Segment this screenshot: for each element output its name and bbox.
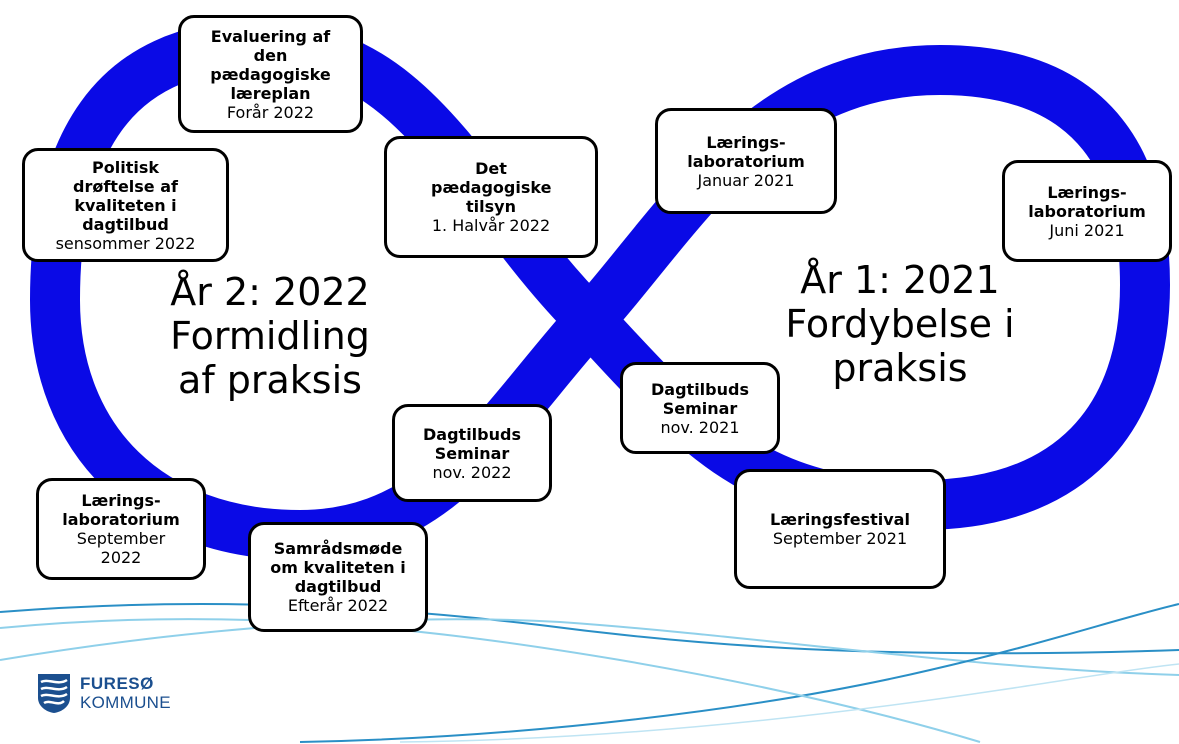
box-tilsyn: Det pædagogiske tilsyn 1. Halvår 2022	[384, 136, 598, 258]
box-title: Politisk drøftelse af kvaliteten i dagti…	[73, 157, 178, 234]
box-title: Læringsfestival	[770, 510, 910, 529]
box-date: nov. 2021	[660, 417, 740, 437]
box-date: Januar 2021	[697, 170, 795, 190]
box-title: Dagtilbuds Seminar	[651, 379, 749, 418]
year1-line2: Fordybelse i	[785, 302, 1015, 346]
box-date: Forår 2022	[226, 102, 315, 122]
box-title: Lærings-laboratorium	[1028, 182, 1146, 221]
box-date: Juni 2021	[1049, 220, 1125, 240]
infinity-loop	[30, 20, 1170, 560]
box-title: Evaluering af den pædagogiske læreplan	[210, 26, 331, 103]
box-laboratorium-juni: Lærings-laboratorium Juni 2021	[1002, 160, 1172, 262]
box-date: Efterår 2022	[287, 596, 389, 615]
year2-line2: Formidling	[170, 314, 370, 358]
box-date: 1. Halvår 2022	[431, 216, 551, 235]
box-evaluering: Evaluering af den pædagogiske læreplan F…	[178, 15, 363, 133]
year1-label: År 1: 2021 Fordybelse i praksis	[780, 258, 1020, 390]
year1-line1: År 1: 2021	[800, 258, 1000, 302]
logo-name-line2: KOMMUNE	[80, 693, 171, 712]
box-title: Dagtilbuds Seminar	[423, 424, 521, 463]
logo-name-line1: FURESØ	[80, 674, 154, 693]
box-date: September 2022	[76, 529, 166, 567]
box-date: September 2021	[772, 529, 908, 548]
box-title: Lærings-laboratorium	[687, 132, 805, 171]
decorative-waves	[0, 603, 1179, 743]
box-title: Lærings-laboratorium	[62, 491, 180, 529]
year2-line1: År 2: 2022	[170, 270, 370, 314]
box-laboratorium-september: Lærings-laboratorium September 2022	[36, 478, 206, 580]
furesoe-wave-logo-icon	[38, 674, 70, 713]
logo-text: FURESØ KOMMUNE	[80, 674, 171, 712]
box-title: Samrådsmøde om kvaliteten i dagtilbud	[270, 539, 406, 596]
box-title: Det pædagogiske tilsyn	[431, 159, 552, 216]
year1-line3: praksis	[832, 346, 968, 390]
furesoe-logo: FURESØ KOMMUNE	[36, 672, 171, 714]
box-date: sensommer 2022	[55, 233, 196, 253]
box-samraadsmoede: Samrådsmøde om kvaliteten i dagtilbud Ef…	[248, 522, 428, 632]
box-laeringsfestival: Læringsfestival September 2021	[734, 469, 946, 589]
box-seminar-2021: Dagtilbuds Seminar nov. 2021	[620, 362, 780, 454]
box-politisk: Politisk drøftelse af kvaliteten i dagti…	[22, 148, 229, 262]
box-date: nov. 2022	[432, 462, 512, 482]
year2-label: År 2: 2022 Formidling af praksis	[150, 270, 390, 402]
box-seminar-2022: Dagtilbuds Seminar nov. 2022	[392, 404, 552, 502]
year2-line3: af praksis	[178, 358, 362, 402]
box-laboratorium-januar: Lærings-laboratorium Januar 2021	[655, 108, 837, 214]
